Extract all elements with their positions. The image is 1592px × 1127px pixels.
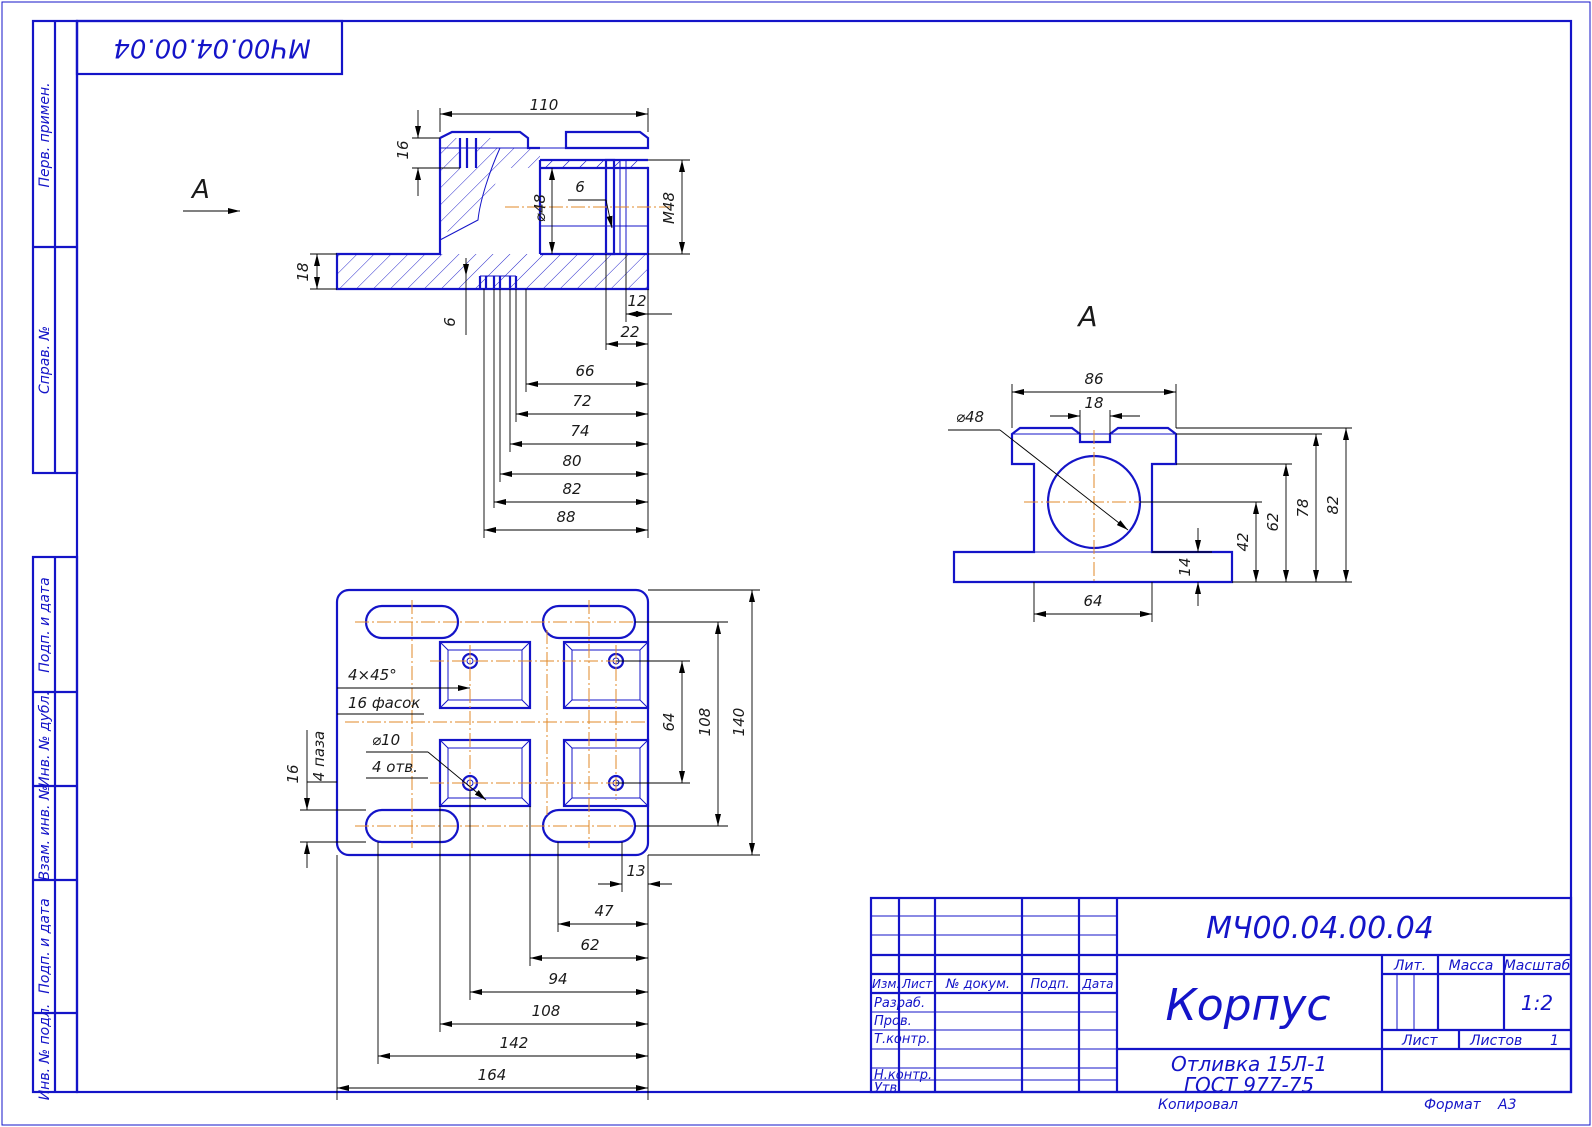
dim-chamfer-count: 16 фасок — [348, 694, 420, 712]
view-a-label: А — [1076, 300, 1097, 333]
format-value: А3 — [1497, 1097, 1516, 1113]
drawing-number: МЧ00.04.00.04 — [1206, 911, 1434, 946]
dim-110: 110 — [530, 96, 559, 114]
dim-plan-64: 64 — [660, 712, 678, 731]
podp-data-label-2: Подп. и дата — [37, 898, 53, 993]
inv-podl-label: Инв. № подл. — [37, 1004, 53, 1101]
tb-row-prov: Пров. — [874, 1014, 912, 1029]
tb-row-nkontr: Н.контр. — [874, 1068, 932, 1083]
copied-label: Копировал — [1158, 1097, 1238, 1113]
tb-sign: Подп. — [1030, 977, 1069, 992]
front-dimensions: 110 16 ⌀48 М48 6 18 6 12 22 — [294, 96, 690, 538]
dim-dia48-front: ⌀48 — [531, 194, 549, 222]
plan-view — [335, 588, 650, 857]
dim-plan-140: 140 — [730, 708, 748, 737]
dim-6-bottom: 6 — [441, 317, 459, 327]
title-block: МЧ00.04.00.04 Корпус Отливка 15Л-1 ГОСТ … — [869, 896, 1573, 1097]
inv-dubl-label: Инв. № дубл. — [37, 691, 53, 787]
dim-chamfer: 4×45° — [348, 666, 397, 684]
tb-scale-value: 1:2 — [1521, 991, 1553, 1015]
dim-plan-94: 94 — [548, 970, 567, 988]
dim-78: 78 — [1294, 498, 1312, 517]
dim-62-viewA: 62 — [1264, 512, 1282, 531]
tb-mass: Масса — [1449, 958, 1494, 974]
view-arrow: А — [183, 175, 240, 214]
tb-row-utv: Утв. — [874, 1081, 901, 1096]
dim-plan-47: 47 — [594, 902, 614, 920]
dim-82: 82 — [562, 480, 581, 498]
dim-12: 12 — [627, 292, 646, 310]
dim-18: 18 — [294, 262, 312, 281]
dim-plan-108-v: 108 — [696, 708, 714, 737]
tb-doc-no: № докум. — [945, 977, 1010, 992]
dim-72: 72 — [572, 392, 591, 410]
dim-16-top: 16 — [394, 140, 412, 159]
tb-lit: Лит. — [1393, 958, 1426, 974]
sprav-no-label: Справ. № — [37, 326, 53, 394]
dim-plan-142: 142 — [500, 1034, 529, 1052]
dim-66: 66 — [575, 362, 594, 380]
dim-hole-dia: ⌀10 — [372, 731, 400, 749]
dim-hole-count: 4 отв. — [372, 758, 418, 776]
view-a-dimensions: 86 18 ⌀48 42 62 78 82 14 64 — [948, 370, 1352, 622]
tb-scale: Масштаб — [1504, 958, 1571, 974]
dim-18-viewA: 18 — [1084, 394, 1103, 412]
material-line1: Отливка 15Л-1 — [1171, 1052, 1327, 1076]
dim-82-viewA: 82 — [1324, 495, 1342, 514]
dim-plan-108-h: 108 — [532, 1002, 561, 1020]
podp-data-label-1: Подп. и дата — [37, 577, 53, 672]
view-arrow-label: А — [190, 175, 210, 205]
dim-m48: М48 — [660, 192, 678, 224]
dim-64-viewA: 64 — [1083, 592, 1102, 610]
perv-primen-label: Перв. примен. — [37, 82, 53, 187]
dim-dia48-viewA: ⌀48 — [956, 408, 984, 426]
dim-plan-13: 13 — [626, 862, 645, 880]
part-name: Корпус — [1165, 980, 1330, 1031]
side-strip-top: Перв. примен. Справ. № — [31, 19, 79, 475]
tb-sheets-value: 1 — [1550, 1033, 1559, 1049]
material-line2: ГОСТ 977-75 — [1184, 1073, 1314, 1097]
tb-row-razrab: Разраб. — [874, 996, 925, 1011]
vzam-inv-label: Взам. инв. № — [37, 785, 53, 880]
dim-22: 22 — [620, 323, 639, 341]
drawing-number-rotated: МЧ00.04.00.04 — [113, 33, 310, 63]
dim-80: 80 — [562, 452, 581, 470]
tb-sheet: Лист — [1401, 1033, 1438, 1049]
format-label: Формат — [1424, 1097, 1482, 1113]
dim-74: 74 — [570, 422, 589, 440]
dim-42: 42 — [1234, 532, 1252, 551]
tb-date: Дата — [1081, 977, 1113, 991]
dim-6-groove: 6 — [575, 178, 585, 196]
dim-plan-62: 62 — [580, 936, 599, 954]
front-section-view — [335, 130, 670, 291]
dim-88: 88 — [556, 508, 575, 526]
plan-dimensions: 4×45° 16 фасок ⌀10 4 отв. 16 4 паза 64 1… — [284, 589, 760, 1100]
tb-list: Лист — [901, 977, 933, 991]
side-strip-bottom: Подп. и дата Инв. № дубл. Взам. инв. № П… — [31, 555, 79, 1101]
tb-row-tkontr: Т.контр. — [874, 1032, 930, 1047]
rotated-number-box: МЧ00.04.00.04 — [75, 19, 344, 76]
tb-izm: Изм. — [872, 977, 900, 991]
dim-slot-count: 4 паза — [310, 731, 328, 781]
dim-slot-16: 16 — [284, 764, 302, 783]
dim-86: 86 — [1084, 370, 1103, 388]
dim-14: 14 — [1176, 557, 1194, 576]
dim-plan-164: 164 — [478, 1066, 507, 1084]
tb-sheets: Листов — [1469, 1033, 1522, 1049]
